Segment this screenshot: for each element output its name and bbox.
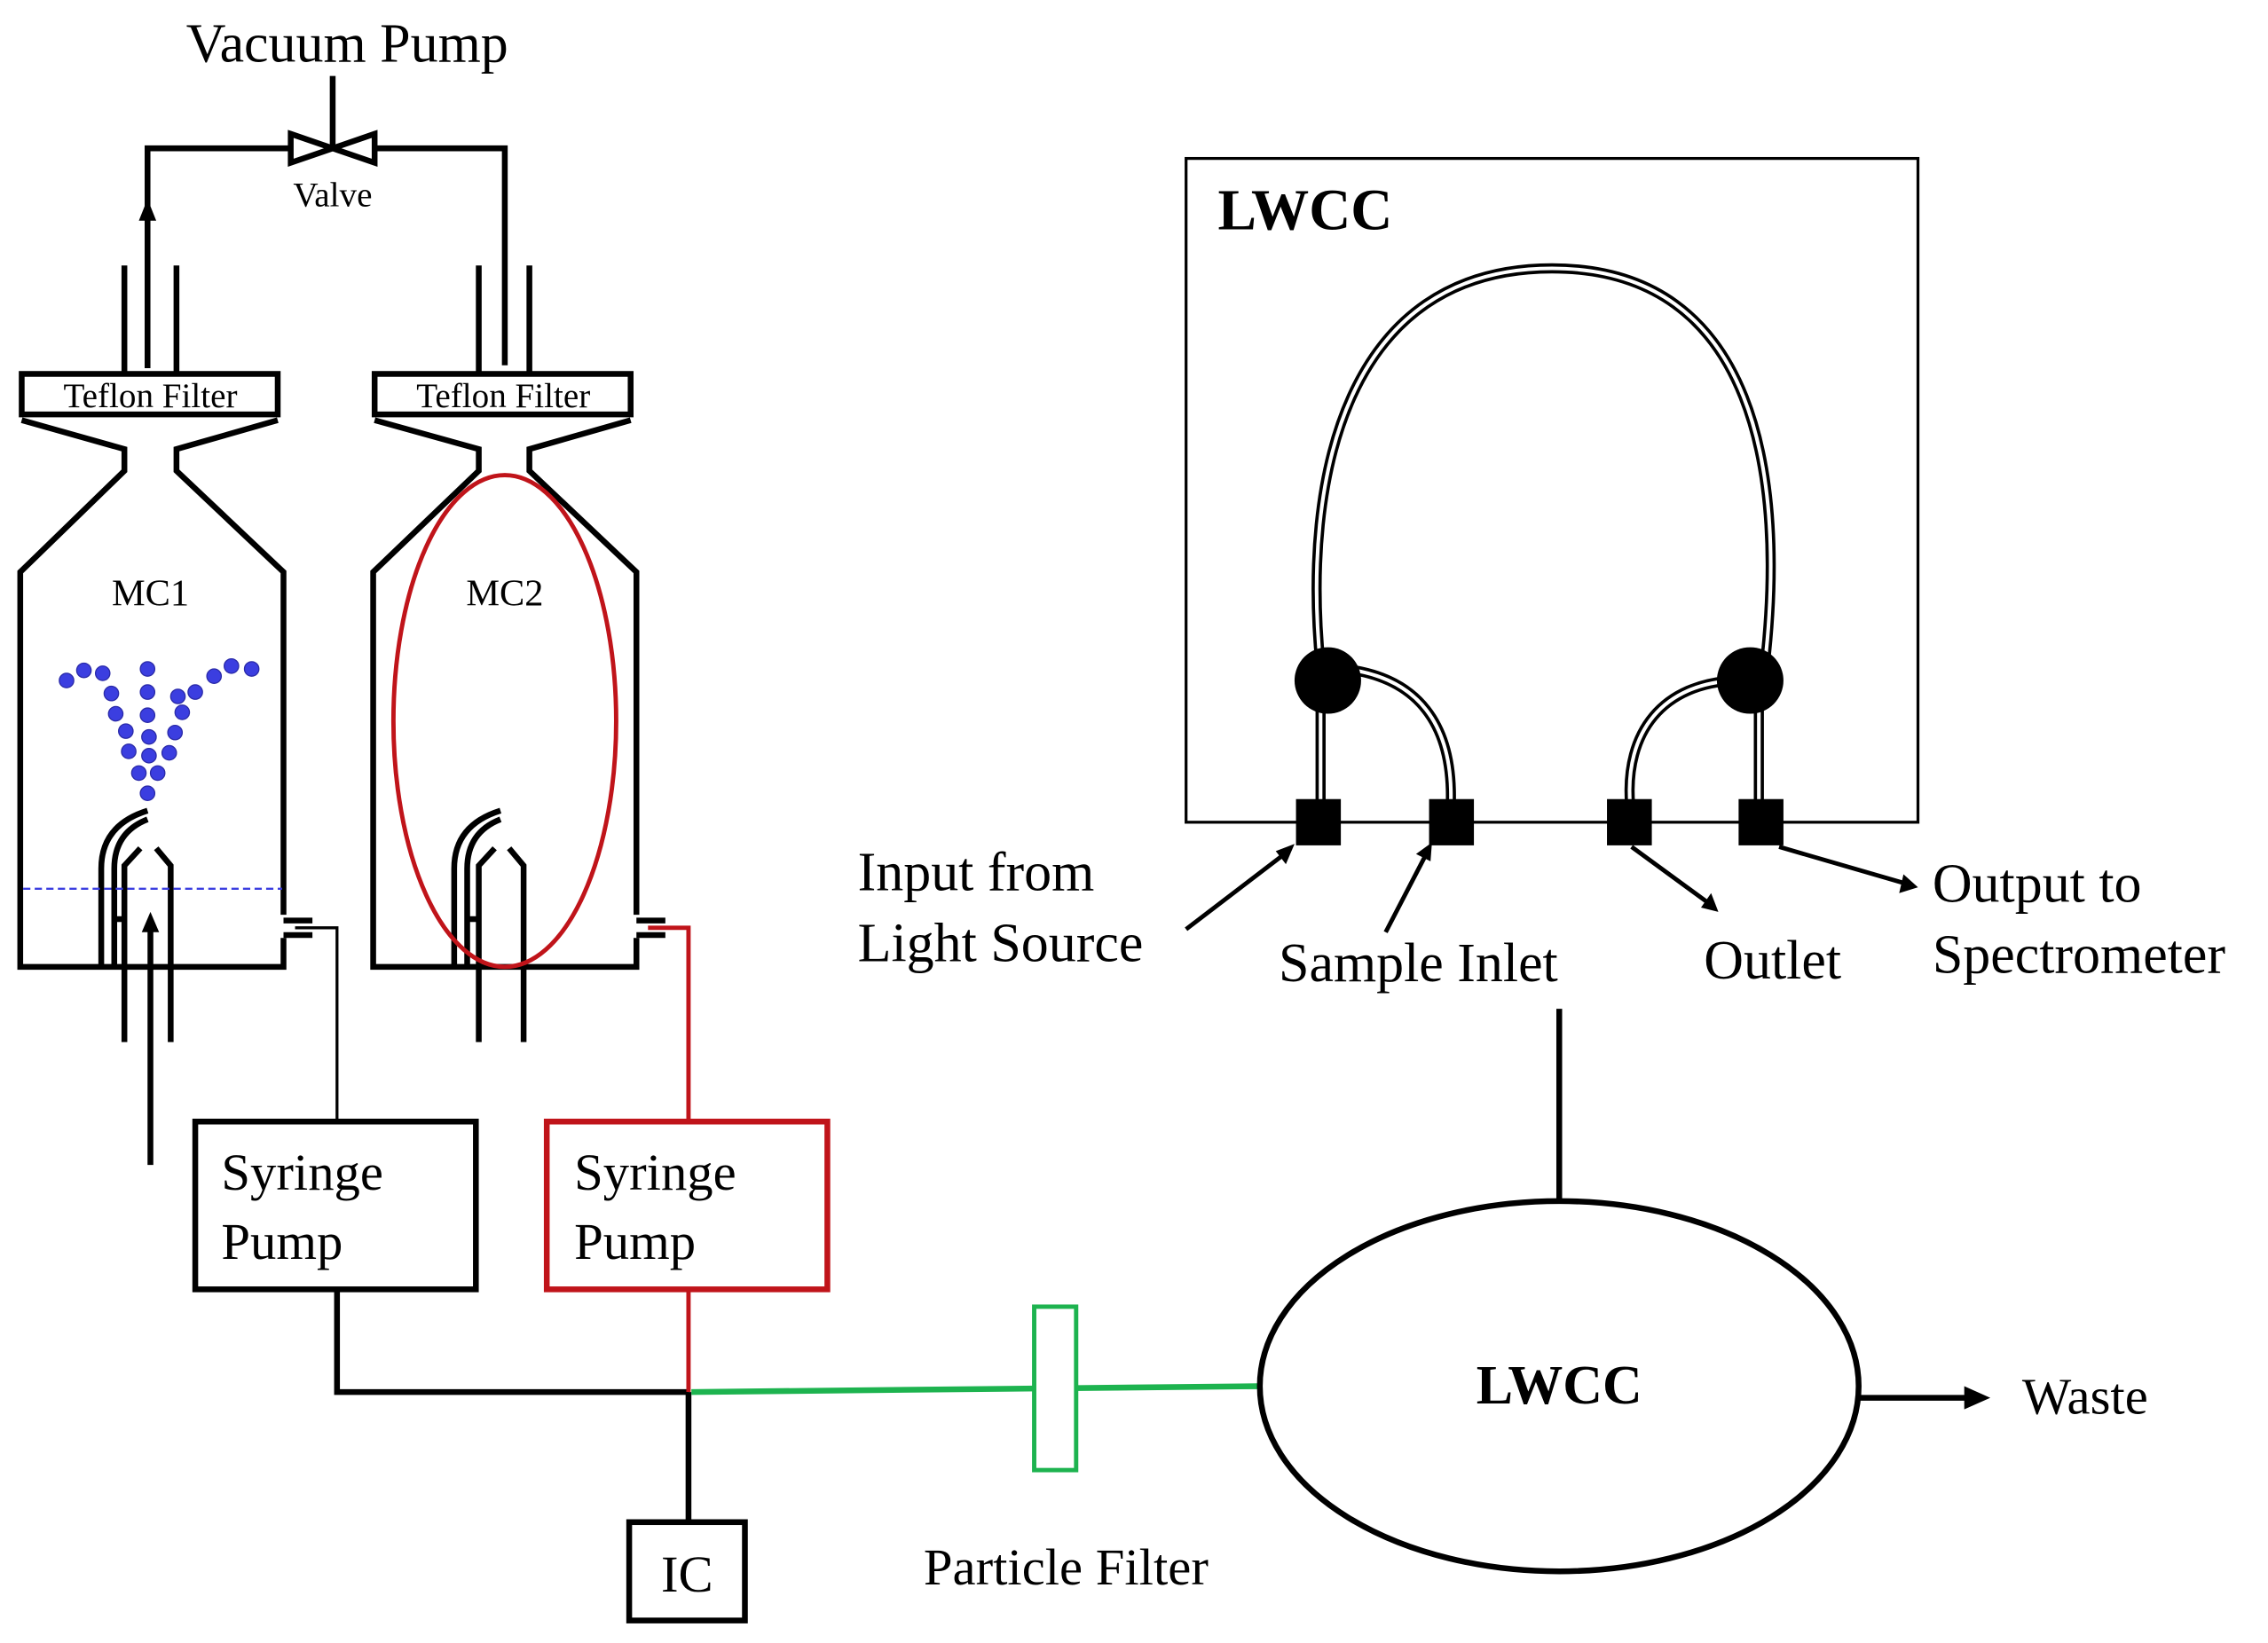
right-vacuum-tube <box>374 145 508 366</box>
port-input-light <box>1295 798 1342 845</box>
syringe-pump-2-line1: Syringe <box>574 1144 736 1201</box>
label-output-to: Output to <box>1933 853 2142 914</box>
mc2-highlight-ellipse <box>390 473 618 970</box>
pump1-outlet-tube <box>334 1289 689 1395</box>
waste-arrow-head-icon <box>1964 1386 1991 1410</box>
ic-box: IC <box>626 1519 748 1623</box>
arrow-outlet-head-icon <box>1701 892 1719 912</box>
junction-left <box>1294 647 1361 714</box>
arrow-input-light <box>1185 852 1287 932</box>
label-input-from: Input from <box>858 842 1095 902</box>
teflon-filter-1 <box>19 371 281 418</box>
left-vacuum-tube <box>145 145 291 368</box>
droplets <box>59 657 260 802</box>
label-light-source: Light Source <box>858 913 1144 973</box>
label-outlet: Outlet <box>1704 931 1841 991</box>
mc1-label: MC1 <box>112 572 189 614</box>
particle-filter <box>1032 1304 1079 1473</box>
ic-label: IC <box>661 1545 713 1603</box>
vacuum-pump-label: Vacuum Pump <box>186 13 508 74</box>
syringe-pump-1-line2: Pump <box>221 1213 343 1270</box>
filtered-sample-line <box>691 1383 1259 1395</box>
mist-chamber-mc2: Teflon Filter MC2 <box>370 265 691 1122</box>
waste-label: Waste <box>2022 1368 2148 1426</box>
label-spectrometer: Spectrometer <box>1933 924 2226 985</box>
label-sample-inlet: Sample Inlet <box>1279 933 1558 994</box>
arrow-sample-inlet <box>1383 855 1427 933</box>
port-sample-inlet <box>1429 798 1475 845</box>
arrow-outlet <box>1630 845 1708 904</box>
teflon-filter-2-label: Teflon Filter <box>416 377 590 415</box>
mist-chamber-mc1: Teflon Filter MC1 <box>17 265 339 1166</box>
valve-label: Valve <box>293 176 372 214</box>
syringe-pump-1-line1: Syringe <box>221 1144 383 1201</box>
port-output-spectrometer <box>1738 798 1784 845</box>
arrow-input-light-head-icon <box>1275 844 1295 865</box>
arrow-output-spectrometer <box>1778 845 1904 885</box>
teflon-filter-2 <box>371 371 634 418</box>
arrow-sample-inlet-head-icon <box>1415 842 1432 861</box>
arrow-output-spectrometer-head-icon <box>1899 874 1918 893</box>
syringe-pump-2: Syringe Pump <box>543 1118 831 1293</box>
mc2-label: MC2 <box>466 572 543 614</box>
junction-right <box>1716 647 1784 714</box>
particle-filter-label: Particle Filter <box>924 1538 1209 1596</box>
teflon-filter-1-label: Teflon Filter <box>64 377 238 415</box>
lwcc-cell-label: LWCC <box>1477 1356 1642 1416</box>
up-arrow-icon <box>138 199 157 221</box>
syringe-pump-1: Syringe Pump <box>192 1118 479 1293</box>
lwcc-detail-title: LWCC <box>1218 178 1393 242</box>
port-outlet <box>1607 798 1652 845</box>
inlet-arrow-head-icon <box>141 911 160 932</box>
syringe-pump-2-line2: Pump <box>574 1213 696 1270</box>
lwcc-detail: LWCC <box>1185 156 1920 845</box>
